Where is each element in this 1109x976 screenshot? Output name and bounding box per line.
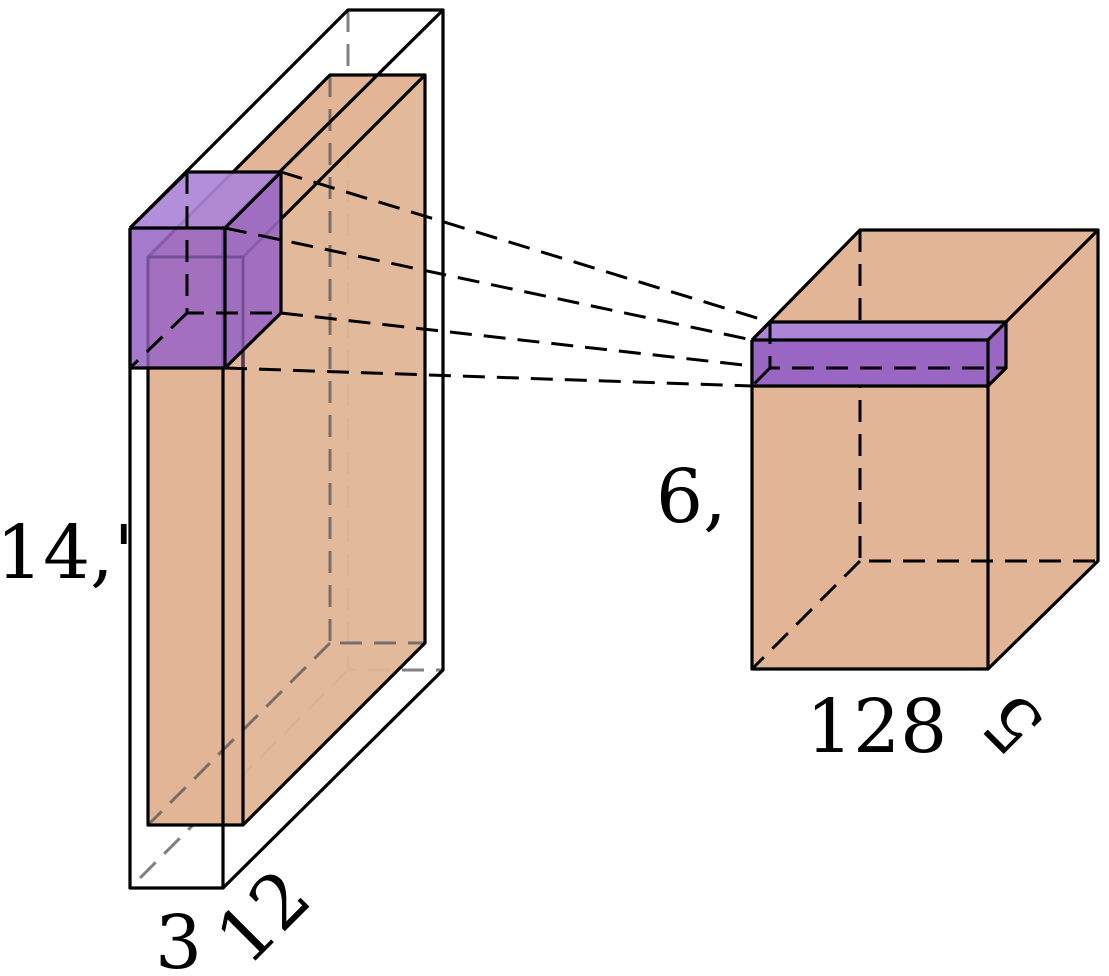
kernel-front-face	[130, 228, 225, 368]
kernel-top-face	[130, 172, 281, 228]
left-width-label: 3	[155, 900, 202, 976]
left-tensor-side-face	[243, 75, 425, 825]
projection-lines	[224, 170, 771, 388]
slab-top-face	[752, 322, 1006, 340]
right-height-label: 6,	[656, 454, 727, 540]
right-tensor-top-face	[752, 230, 1098, 340]
right-tensor-side-face	[988, 230, 1098, 669]
output-row-slab	[750, 320, 1008, 388]
right-tensor-front-face	[752, 340, 988, 669]
slab-front-face	[752, 340, 988, 386]
kernel-side-face	[225, 172, 281, 368]
right-width-label: 128	[806, 684, 947, 770]
right-output-tensor	[750, 228, 1100, 671]
slab-side-face	[988, 322, 1006, 386]
right-depth-label: 5	[967, 676, 1061, 770]
left-depth-label: 12	[200, 853, 327, 976]
left-height-label: 14,'	[0, 510, 134, 596]
left-kernel-cube	[128, 170, 283, 370]
